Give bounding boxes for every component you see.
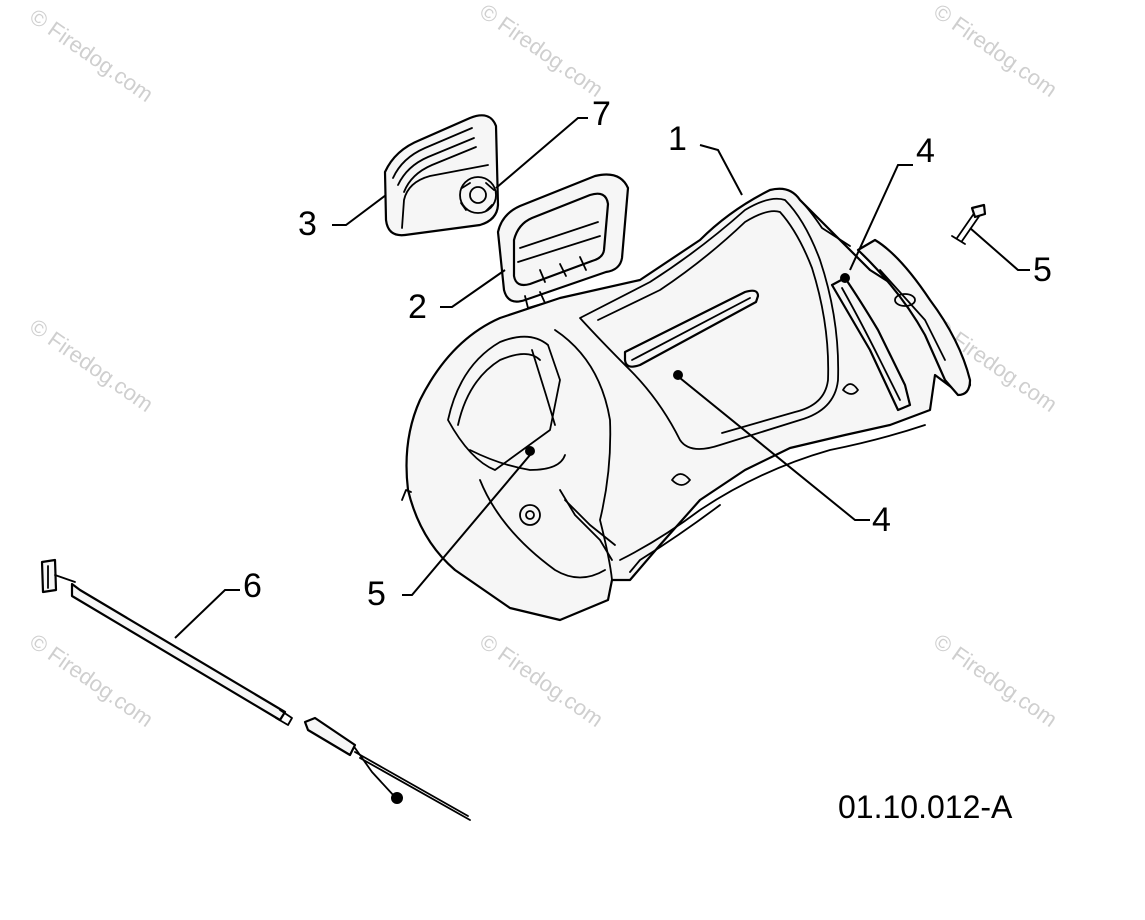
part-5-bolt-right: [951, 203, 987, 245]
callout-labels: 1 2 3 4 4 5 5 6 7: [243, 95, 1052, 613]
part-3-air-filter: [383, 114, 500, 237]
callout-6: 6: [243, 567, 262, 605]
part-2-filter-frame: [496, 173, 630, 309]
watermark: © Firedog.com: [929, 0, 1062, 102]
callout-5-right: 5: [1033, 251, 1052, 289]
part-1-engine-cover: [401, 187, 972, 622]
callout-7: 7: [592, 95, 611, 133]
drawing-number: 01.10.012-A: [838, 789, 1013, 825]
watermark: © Firedog.com: [475, 0, 608, 102]
callout-3: 3: [298, 205, 317, 243]
callout-1: 1: [668, 120, 687, 158]
callout-5-left: 5: [367, 575, 386, 613]
part-6-throttle-cable: [40, 558, 471, 821]
callout-4-top: 4: [916, 132, 935, 170]
watermark: © Firedog.com: [929, 629, 1062, 732]
leader-lines: [174, 117, 1030, 639]
watermark: © Firedog.com: [25, 629, 158, 732]
watermark: © Firedog.com: [475, 629, 608, 732]
watermark: © Firedog.com: [25, 314, 158, 417]
callout-2: 2: [408, 288, 427, 326]
callout-4-bottom: 4: [872, 501, 891, 539]
watermark: © Firedog.com: [25, 4, 158, 107]
